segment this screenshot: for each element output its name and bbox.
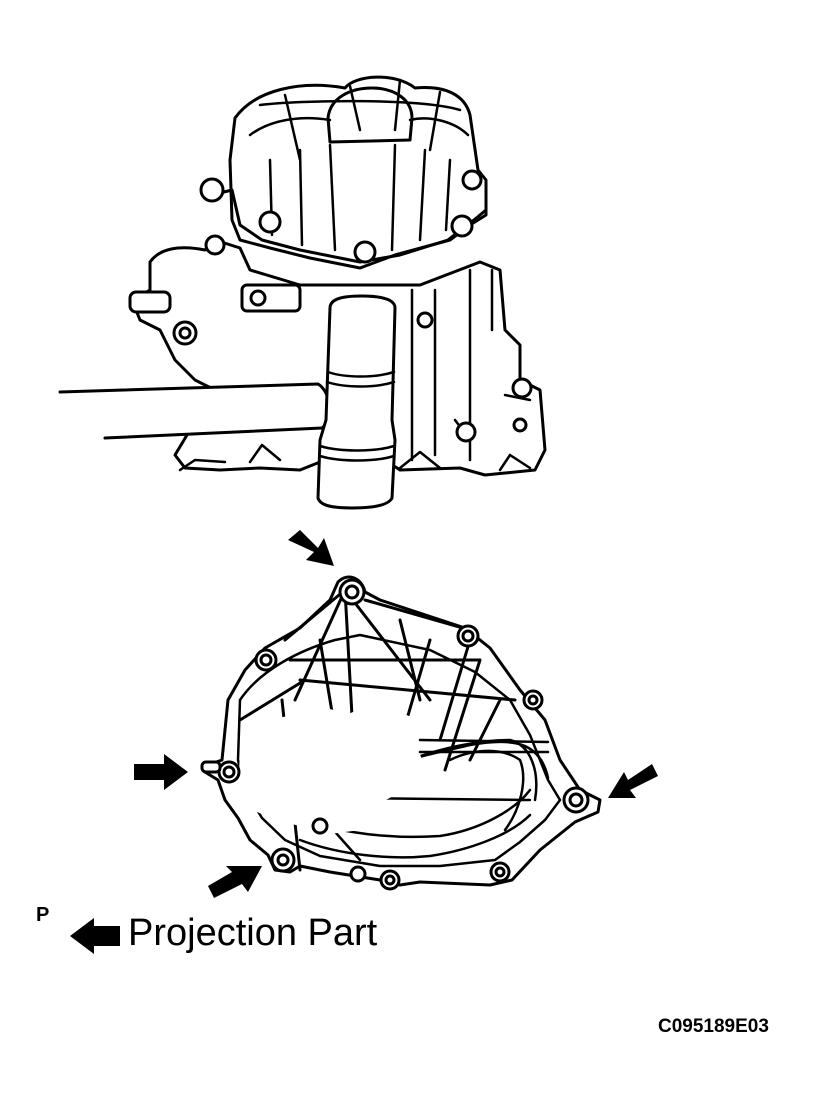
boss-2-inner bbox=[461, 629, 475, 643]
case-bolt-right-3 bbox=[455, 421, 477, 443]
pointer-arrow-icon bbox=[288, 530, 334, 566]
boss-4-inner bbox=[527, 694, 539, 706]
legend-key: P bbox=[36, 904, 50, 926]
flange-bolt-2 bbox=[258, 210, 282, 234]
pointer-arrows bbox=[134, 530, 658, 898]
flange-bolt-5 bbox=[461, 169, 483, 191]
boss-top-inner bbox=[344, 584, 360, 600]
pointer-arrow-icon bbox=[208, 866, 262, 898]
case-bolt-right-4 bbox=[512, 417, 528, 433]
figure-code: C095189E03 bbox=[658, 1016, 769, 1037]
boss-bottom-1-inner bbox=[384, 874, 396, 886]
boss-right-inner bbox=[568, 792, 584, 808]
boss-left-inner bbox=[222, 765, 236, 779]
cover-center-line bbox=[418, 738, 550, 754]
cover-part bbox=[200, 575, 602, 891]
boss-inner-2 bbox=[349, 865, 367, 883]
flange-bolt-4 bbox=[450, 214, 474, 238]
case-lug-left bbox=[128, 290, 172, 314]
hammer-head bbox=[316, 294, 397, 510]
flange-bolt-6 bbox=[204, 234, 226, 256]
cover-ribs bbox=[238, 588, 517, 872]
boss-bottom-left-inner bbox=[276, 853, 290, 867]
hammer-handle bbox=[58, 382, 332, 440]
cover-arcs bbox=[278, 738, 550, 862]
projection-nub-left bbox=[200, 760, 222, 774]
legend-label: Projection Part bbox=[128, 912, 378, 954]
dome-ribs bbox=[248, 78, 470, 252]
plastic-hammer bbox=[58, 294, 397, 510]
case-bolt-mid bbox=[249, 289, 267, 307]
flange-bolt-1 bbox=[199, 177, 225, 203]
boss-bottom-2-inner bbox=[494, 866, 506, 878]
case-bolt-left-inner bbox=[178, 326, 192, 340]
left-arrow-icon bbox=[70, 918, 120, 954]
case-bolt-right-1 bbox=[416, 311, 434, 329]
cover-highlight-region bbox=[238, 706, 428, 834]
boss-inner-1 bbox=[311, 817, 329, 835]
case-right-ribs bbox=[410, 268, 532, 462]
boss-3-inner bbox=[259, 653, 273, 667]
hammer-head-bands bbox=[318, 370, 396, 462]
case-bolt-right-2 bbox=[511, 377, 533, 399]
pointer-arrow-icon bbox=[608, 764, 658, 798]
pointer-arrow-icon bbox=[134, 754, 188, 790]
case-bottom-feet bbox=[178, 443, 532, 472]
flange-bolt-3 bbox=[353, 240, 377, 264]
